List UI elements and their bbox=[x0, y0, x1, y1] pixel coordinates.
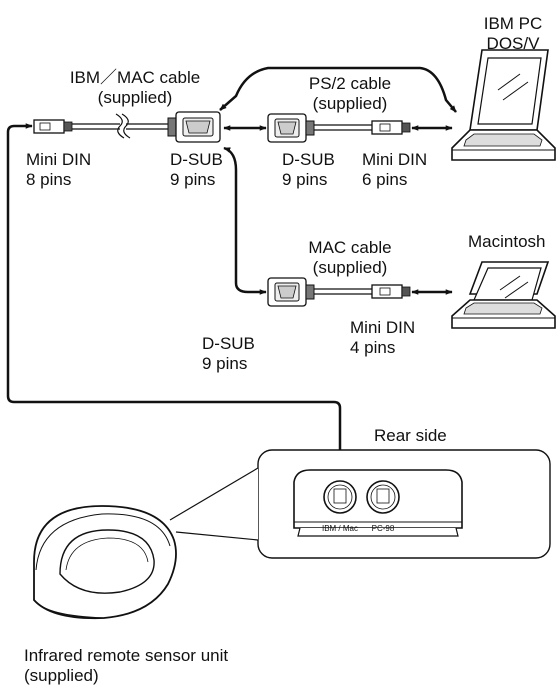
ibm-pc-laptop-icon bbox=[451, 49, 556, 161]
mini-din-6-label-line1: Mini DIN bbox=[362, 150, 428, 169]
macintosh-laptop-icon bbox=[451, 261, 556, 329]
dsub-mac-label-line2: 9 pins bbox=[202, 354, 248, 373]
port-pc98-label: PC-98 bbox=[371, 524, 395, 533]
mini-din-8-label-line2: 8 pins bbox=[26, 170, 72, 189]
mini-din-8-label-line1: Mini DIN bbox=[26, 150, 92, 169]
macintosh-label: Macintosh bbox=[468, 232, 546, 251]
ibm-pc-label-line2: DOS/V bbox=[486, 34, 540, 53]
ibm-pc-direct-line bbox=[219, 66, 457, 113]
rear-side-label: Rear side bbox=[374, 426, 447, 445]
ibm-mac-cable-label-line2: (supplied) bbox=[97, 88, 173, 107]
ps2-cable-label-line1: PS/2 cable bbox=[308, 74, 392, 93]
mac-cable-label-line2: (supplied) bbox=[312, 258, 388, 277]
mini-din-4-label-line1: Mini DIN bbox=[350, 318, 416, 337]
rear-side-callout bbox=[169, 449, 551, 559]
mac-cable-label-line1: MAC cable bbox=[308, 238, 392, 257]
dsub-to-mac-branch bbox=[223, 146, 267, 295]
ps2-cable bbox=[267, 113, 411, 143]
ibm-mac-cable-label-line1: IBM／MAC cable bbox=[69, 68, 201, 87]
mac-cable bbox=[267, 277, 411, 307]
infrared-sensor-unit-icon bbox=[33, 505, 177, 620]
dsub-ps2-label-line1: D-SUB bbox=[282, 150, 335, 169]
sensor-unit-label-line1: Infrared remote sensor unit bbox=[24, 646, 229, 665]
sensor-cable-line bbox=[6, 123, 343, 491]
ibm-pc-label-line1: IBM PC bbox=[483, 14, 543, 33]
mini-din-6-label-line2: 6 pins bbox=[362, 170, 408, 189]
ps2-cable-label-line2: (supplied) bbox=[312, 94, 388, 113]
port-ibm-mac-label: IBM / Mac bbox=[321, 524, 358, 533]
dsub-mac-label-line1: D-SUB bbox=[202, 334, 255, 353]
dsub-left-label-line2: 9 pins bbox=[170, 170, 216, 189]
ibm-mac-cable bbox=[33, 111, 221, 143]
sensor-unit-label-line2: (supplied) bbox=[24, 666, 99, 685]
dsub-left-label-line1: D-SUB bbox=[170, 150, 223, 169]
dsub-ps2-label-line2: 9 pins bbox=[282, 170, 328, 189]
mini-din-4-label-line2: 4 pins bbox=[350, 338, 396, 357]
